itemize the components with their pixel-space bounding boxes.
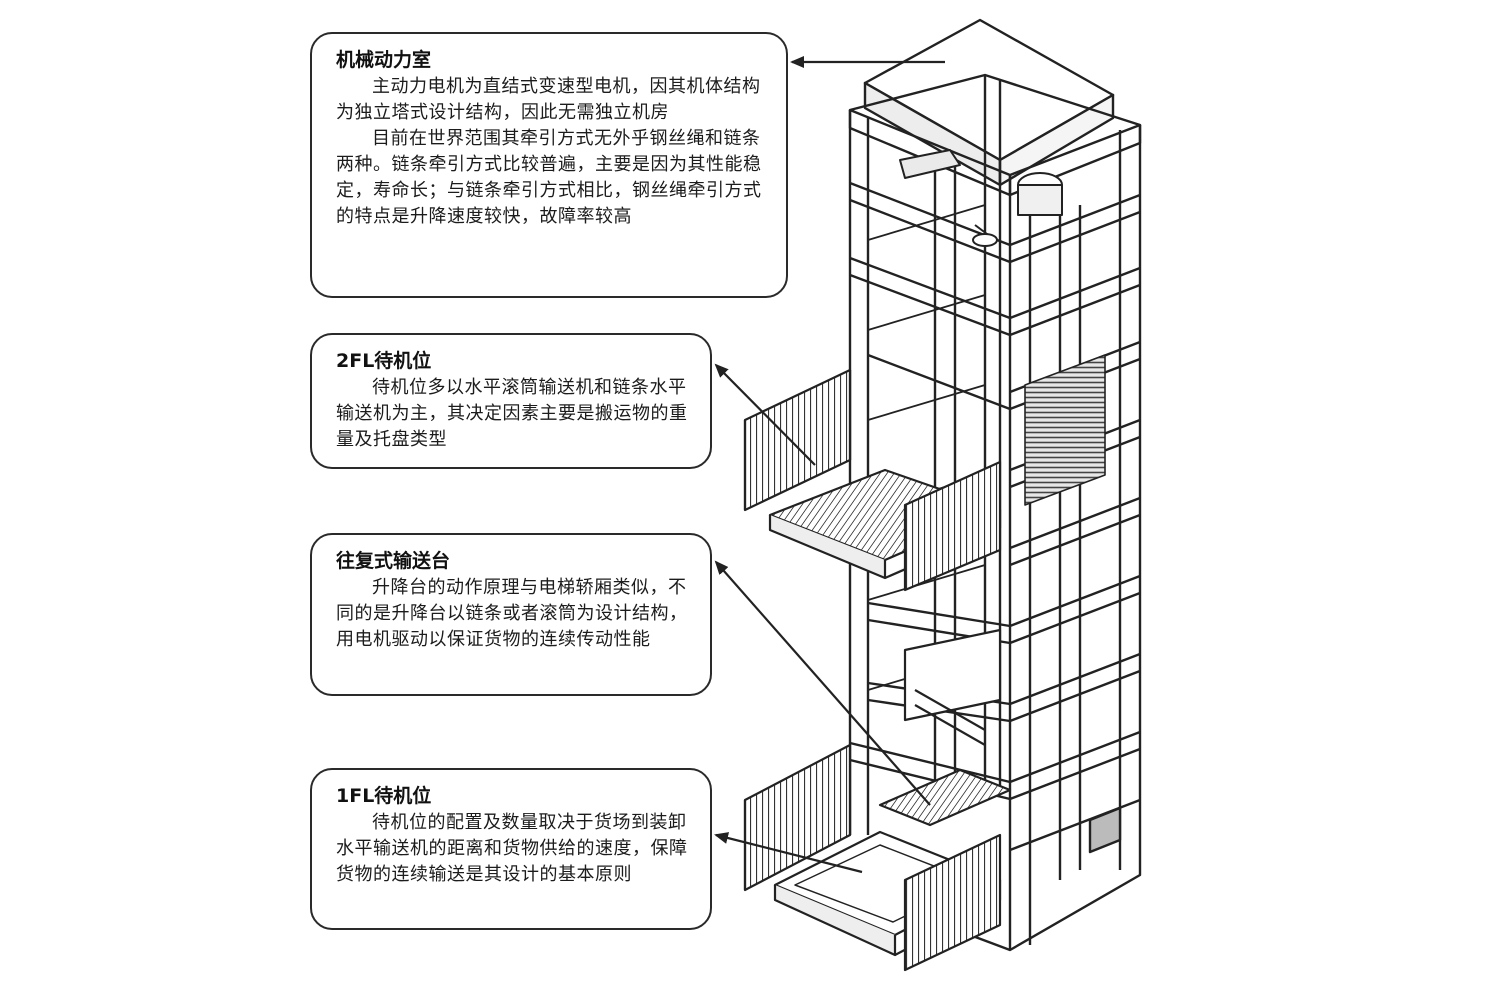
- callout-paragraph: 目前在世界范围其牵引方式无外乎钢丝绳和链条两种。链条牵引方式比较普遍，主要是因为…: [336, 128, 762, 227]
- callout-reciprocating-conveyor: 往复式输送台 升降台的动作原理与电梯轿厢类似，不同的是升降台以链条或者滚筒为设计…: [310, 533, 712, 696]
- callout-2fl-standby: 2FL待机位 待机位多以水平滚筒输送机和链条水平输送机为主，其决定因素主要是搬运…: [310, 333, 712, 469]
- callout-1fl-standby: 1FL待机位 待机位的配置及数量取决于货场到装卸水平输送机的距离和货物供给的速度…: [310, 768, 712, 930]
- callout-paragraph: 升降台的动作原理与电梯轿厢类似，不同的是升降台以链条或者滚筒为设计结构，用电机驱…: [336, 577, 688, 650]
- motor: [899, 149, 1063, 247]
- bracing-back: [867, 204, 986, 691]
- arrow-2fl: [714, 363, 816, 466]
- callout-paragraph: 待机位多以水平滚筒输送机和链条水平输送机为主，其决定因素主要是搬运物的重量及托盘…: [336, 377, 688, 450]
- callout-machine-room: 机械动力室 主动力电机为直结式变速型电机，因其机体结构为独立塔式设计结构，因此无…: [310, 32, 788, 298]
- arrow-1fl: [714, 832, 863, 874]
- callout-title: 往复式输送台: [336, 550, 451, 572]
- platform-2fl: [743, 368, 1002, 592]
- tower-structure: [848, 18, 1142, 952]
- callout-title: 2FL待机位: [336, 350, 432, 372]
- callout-title: 机械动力室: [336, 49, 432, 71]
- lift-carriage: [878, 628, 1012, 827]
- callout-title: 1FL待机位: [336, 785, 432, 807]
- pointer-arrows: [714, 56, 945, 874]
- callout-paragraph: 待机位的配置及数量取决于货场到装卸水平输送机的距离和货物供给的速度，保障货物的连…: [336, 812, 688, 885]
- callout-paragraph: 主动力电机为直结式变速型电机，因其机体结构为独立塔式设计结构，因此无需独立机房: [336, 76, 761, 123]
- machine-room-roof: [863, 18, 1115, 187]
- platform-1fl: [743, 743, 1002, 972]
- arrow-reciprocating: [714, 560, 931, 806]
